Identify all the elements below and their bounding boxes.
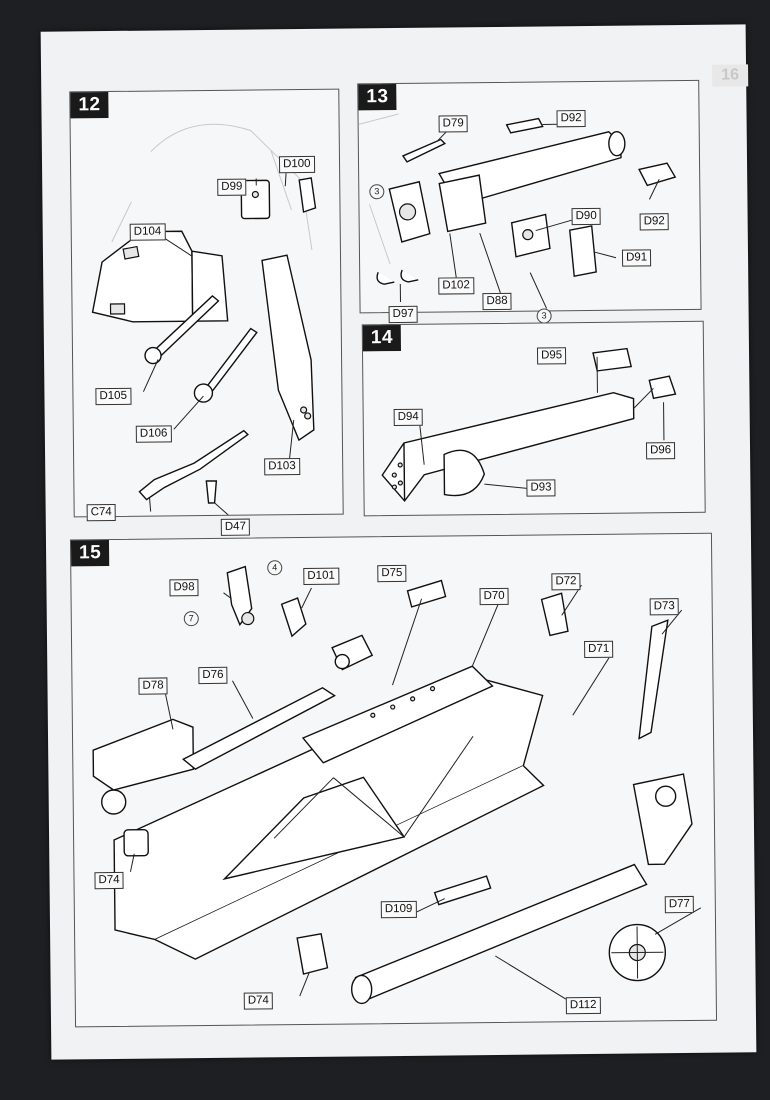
part-label: D103: [264, 458, 300, 476]
step-15-panel: 15: [69, 532, 718, 1028]
part-label: D93: [526, 479, 556, 497]
step-ref-circle: 3: [369, 184, 385, 200]
part-label: D71: [584, 640, 614, 659]
part-label: D95: [536, 347, 567, 365]
step-ref-circle: 7: [183, 611, 199, 627]
part-label: D109: [380, 900, 417, 919]
step-ref-circle: 3: [536, 308, 552, 324]
shield-port: [109, 303, 126, 315]
part-label: D91: [621, 249, 652, 267]
step-14-drawing: [381, 347, 677, 503]
step-15-drawing: [92, 565, 702, 1006]
part-label: D90: [571, 207, 601, 226]
part-label: D106: [135, 425, 172, 443]
part-label: D105: [95, 387, 132, 406]
part-label: D100: [278, 155, 315, 174]
part-label: D76: [198, 666, 228, 685]
part-label: D75: [377, 564, 407, 583]
instruction-sheet: 16 12: [40, 24, 757, 1060]
part-label: D47: [220, 518, 251, 536]
part-label: D97: [388, 305, 418, 324]
part-label: C74: [86, 503, 116, 522]
part-label: D77: [664, 895, 695, 914]
step-13-drawing: [358, 113, 677, 309]
shield-port: [122, 245, 140, 260]
part-label: D88: [482, 292, 512, 311]
part-label: D92: [639, 213, 669, 231]
part-label: D73: [649, 598, 679, 616]
part-label: D96: [645, 442, 676, 460]
part-label: D70: [479, 587, 509, 606]
part-label: D72: [551, 573, 581, 591]
step-14-panel: 14 D95 D94 D96 D93: [361, 320, 706, 517]
part-label: D98: [169, 579, 199, 597]
part-label: D79: [438, 115, 468, 133]
part-label: D78: [138, 677, 168, 695]
step-ref-circle: 4: [267, 560, 283, 576]
step-12-panel: 12: [69, 88, 344, 536]
part-label: D74: [94, 871, 124, 890]
part-label: D99: [217, 178, 247, 196]
part-label: D102: [438, 277, 474, 295]
part-label: D104: [129, 223, 166, 241]
part-label: D74: [243, 992, 273, 1010]
step-13-panel: 13: [357, 79, 702, 324]
part-label: D101: [303, 567, 339, 585]
next-step-tab: 16: [712, 64, 749, 87]
step-12-drawing: [91, 123, 317, 517]
part-label: D112: [565, 996, 601, 1015]
part-label: D92: [556, 110, 586, 128]
part-label: D94: [393, 408, 423, 427]
